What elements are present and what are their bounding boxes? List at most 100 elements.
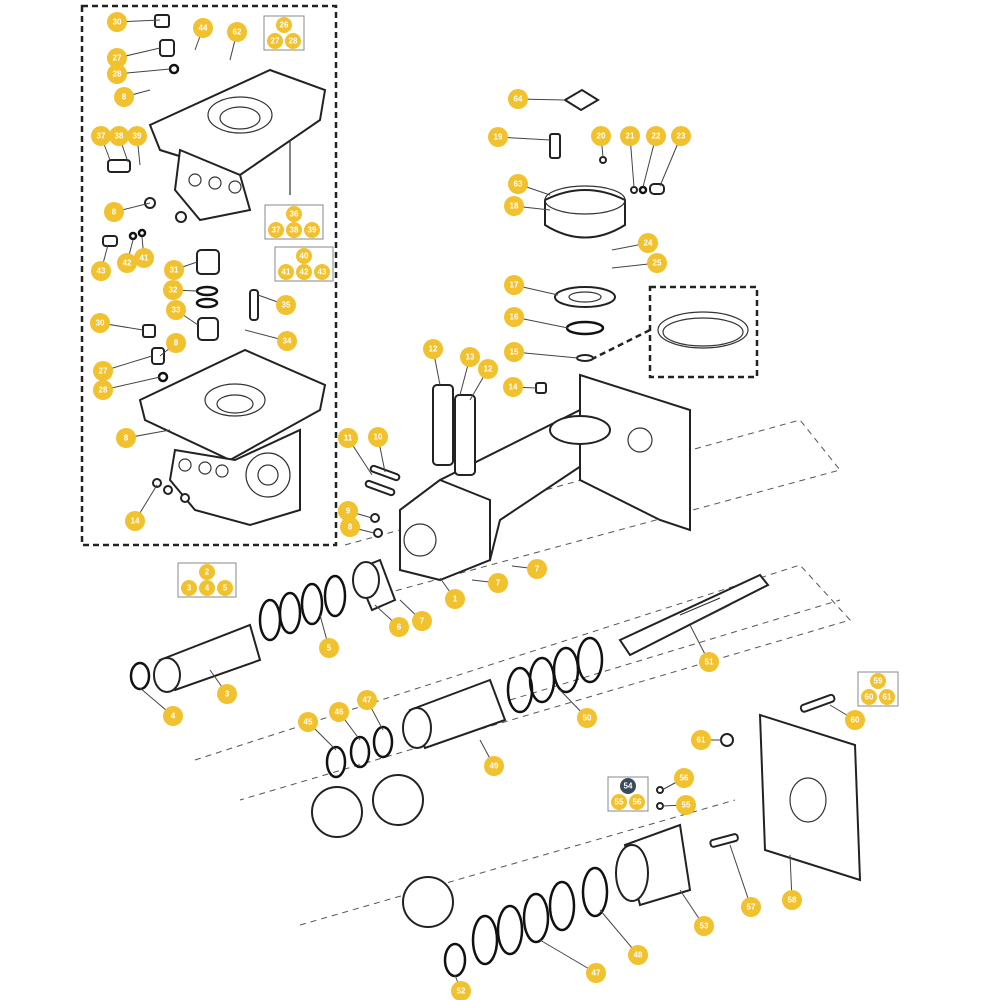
group-sub-number: 28	[289, 37, 298, 46]
callout-12[interactable]: 12	[423, 339, 443, 359]
callout-number: 60	[851, 716, 860, 725]
callout-37[interactable]: 37	[91, 126, 111, 146]
callout-30[interactable]: 30	[90, 313, 110, 333]
group-box-36[interactable]: 36 37 38 39	[264, 204, 324, 240]
callout-10[interactable]: 10	[368, 427, 388, 447]
callout-64[interactable]: 64	[508, 89, 528, 109]
group-sub-number: 55	[615, 798, 624, 807]
callout-42[interactable]: 42	[117, 253, 137, 273]
callout-9[interactable]: 9	[338, 501, 358, 521]
callout-18[interactable]: 18	[504, 196, 524, 216]
callout-7[interactable]: 7	[527, 559, 547, 579]
callout-27[interactable]: 27	[107, 48, 127, 68]
callout-14[interactable]: 14	[125, 511, 145, 531]
callout-60[interactable]: 60	[845, 710, 865, 730]
callout-20[interactable]: 20	[591, 126, 611, 146]
callout-50[interactable]: 50	[577, 708, 597, 728]
callout-53[interactable]: 53	[694, 916, 714, 936]
group-sub-callout: 4	[199, 580, 215, 596]
callout-15[interactable]: 15	[504, 342, 524, 362]
group-sub-callout: 28	[285, 33, 301, 49]
callout-25[interactable]: 25	[647, 253, 667, 273]
callout-12[interactable]: 12	[478, 359, 498, 379]
group-main-callout: 36	[286, 206, 302, 222]
callout-16[interactable]: 16	[504, 307, 524, 327]
hose-icon	[657, 311, 749, 349]
callout-22[interactable]: 22	[646, 126, 666, 146]
callout-number: 22	[652, 132, 661, 141]
dashed-plane-3	[299, 799, 736, 926]
callout-62[interactable]: 62	[227, 22, 247, 42]
callout-31[interactable]: 31	[164, 260, 184, 280]
callout-8[interactable]: 8	[114, 87, 134, 107]
callout-39[interactable]: 39	[127, 126, 147, 146]
group-sub-number: 37	[272, 226, 281, 235]
group-main-number: 59	[874, 677, 883, 686]
callout-8[interactable]: 8	[104, 202, 124, 222]
callout-14[interactable]: 14	[503, 377, 523, 397]
callout-63[interactable]: 63	[508, 174, 528, 194]
callout-number: 48	[634, 951, 643, 960]
callout-17[interactable]: 17	[504, 275, 524, 295]
group-sub-number: 39	[308, 226, 317, 235]
callout-8[interactable]: 8	[340, 517, 360, 537]
callout-4[interactable]: 4	[163, 706, 183, 726]
callout-55[interactable]: 55	[676, 795, 696, 815]
callout-13[interactable]: 13	[460, 347, 480, 367]
callout-number: 50	[583, 714, 592, 723]
callout-number: 32	[169, 286, 178, 295]
callout-number: 8	[174, 339, 179, 348]
callout-19[interactable]: 19	[488, 127, 508, 147]
callout-6[interactable]: 6	[389, 617, 409, 637]
callout-number: 61	[697, 736, 706, 745]
callout-33[interactable]: 33	[166, 300, 186, 320]
callout-41[interactable]: 41	[134, 248, 154, 268]
callout-7[interactable]: 7	[412, 611, 432, 631]
callout-28[interactable]: 28	[93, 380, 113, 400]
callout-38[interactable]: 38	[109, 126, 129, 146]
callout-30[interactable]: 30	[107, 12, 127, 32]
callout-11[interactable]: 11	[338, 428, 358, 448]
leader-line	[513, 351, 579, 359]
callout-3[interactable]: 3	[217, 684, 237, 704]
callout-23[interactable]: 23	[671, 126, 691, 146]
callout-8[interactable]: 8	[166, 333, 186, 353]
callout-7[interactable]: 7	[488, 573, 508, 593]
group-main-number: 36	[290, 210, 299, 219]
callout-48[interactable]: 48	[628, 945, 648, 965]
callout-35[interactable]: 35	[276, 295, 296, 315]
callout-46[interactable]: 46	[329, 702, 349, 722]
callout-32[interactable]: 32	[163, 280, 183, 300]
callout-44[interactable]: 44	[193, 18, 213, 38]
callout-28[interactable]: 28	[107, 64, 127, 84]
group-sub-number: 43	[318, 268, 327, 277]
callout-56[interactable]: 56	[674, 768, 694, 788]
callout-5[interactable]: 5	[319, 638, 339, 658]
callout-47[interactable]: 47	[586, 963, 606, 983]
callout-43[interactable]: 43	[91, 261, 111, 281]
callout-49[interactable]: 49	[484, 756, 504, 776]
callout-number: 51	[705, 658, 714, 667]
callout-47[interactable]: 47	[357, 690, 377, 710]
callout-51[interactable]: 51	[699, 652, 719, 672]
callout-34[interactable]: 34	[277, 331, 297, 351]
group-sub-callout: 38	[286, 222, 302, 238]
callout-27[interactable]: 27	[93, 361, 113, 381]
callout-45[interactable]: 45	[298, 712, 318, 732]
callout-57[interactable]: 57	[741, 897, 761, 917]
group-sub-callout: 41	[278, 264, 294, 280]
callout-24[interactable]: 24	[638, 233, 658, 253]
callout-52[interactable]: 52	[451, 981, 471, 1000]
axis-line	[509, 599, 841, 701]
callout-21[interactable]: 21	[620, 126, 640, 146]
callout-61[interactable]: 61	[691, 730, 711, 750]
callout-1[interactable]: 1	[445, 589, 465, 609]
callout-number: 27	[99, 367, 108, 376]
callout-58[interactable]: 58	[782, 890, 802, 910]
callout-8[interactable]: 8	[116, 428, 136, 448]
